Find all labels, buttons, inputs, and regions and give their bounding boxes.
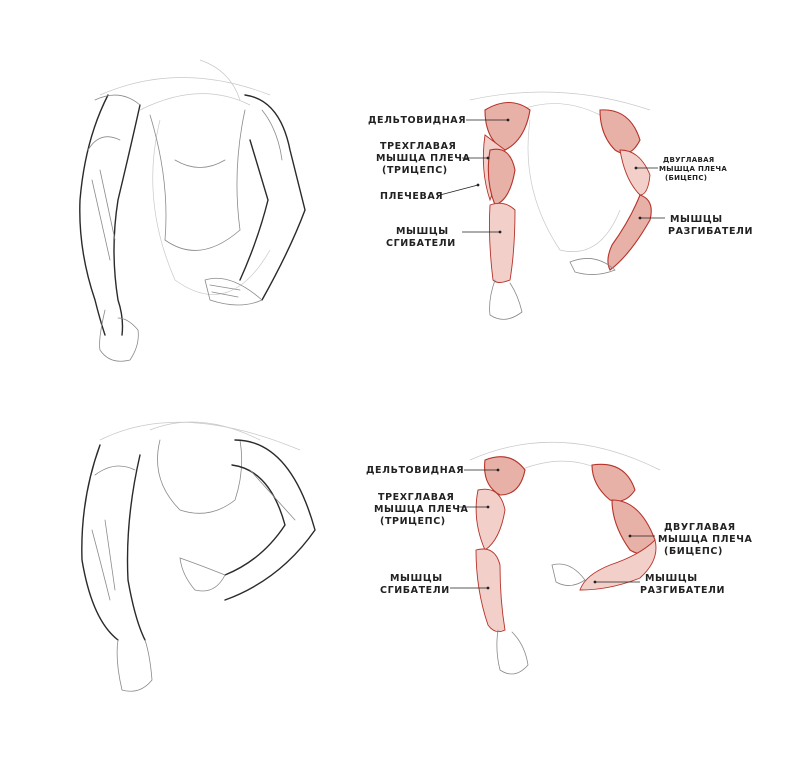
label-biceps-bottom-3: (БИЦЕПС) bbox=[664, 546, 723, 557]
label-biceps-bottom-2: МЫШЦА ПЛЕЧА bbox=[658, 534, 753, 545]
label-brachialis-top: ПЛЕЧЕВАЯ bbox=[380, 191, 443, 202]
label-biceps-top-3: (БИЦЕПС) bbox=[665, 174, 707, 182]
label-deltoid-top: ДЕЛЬТОВИДНАЯ bbox=[368, 115, 466, 126]
label-triceps-top-2: МЫШЦА ПЛЕЧА bbox=[376, 153, 471, 164]
flexors-top bbox=[488, 202, 516, 283]
label-triceps-bottom-3: (ТРИЦЕПС) bbox=[380, 516, 446, 527]
label-triceps-bottom-1: ТРЕХГЛАВАЯ bbox=[378, 492, 454, 503]
flexors-bottom bbox=[475, 548, 506, 633]
label-flexors-top-1: МЫШЦЫ bbox=[396, 226, 449, 237]
brachialis-top bbox=[487, 148, 516, 206]
label-triceps-top-3: (ТРИЦЕПС) bbox=[382, 165, 448, 176]
extensors-top bbox=[607, 194, 652, 271]
labels-top: ДЕЛЬТОВИДНАЯ ТРЕХГЛАВАЯ МЫШЦА ПЛЕЧА (ТРИ… bbox=[368, 115, 753, 249]
anatomy-top-right bbox=[469, 91, 652, 320]
label-biceps-top-1: ДВУГЛАВАЯ bbox=[663, 156, 715, 164]
label-flexors-top-2: СГИБАТЕЛИ bbox=[386, 238, 456, 249]
anatomy-bottom-right bbox=[469, 441, 661, 675]
deltoid-top-right bbox=[599, 109, 641, 154]
deltoid-top bbox=[484, 101, 531, 151]
label-biceps-top-2: МЫШЦА ПЛЕЧА bbox=[659, 165, 727, 173]
deltoid-bottom-right bbox=[591, 463, 636, 502]
label-extensors-top-1: МЫШЦЫ bbox=[670, 214, 723, 225]
label-flexors-bottom-2: СГИБАТЕЛИ bbox=[380, 585, 450, 596]
labels-bottom: ДЕЛЬТОВИДНАЯ ТРЕХГЛАВАЯ МЫШЦА ПЛЕЧА (ТРИ… bbox=[366, 465, 753, 596]
label-extensors-top-2: РАЗГИБАТЕЛИ bbox=[668, 226, 753, 237]
label-biceps-bottom-1: ДВУГЛАВАЯ bbox=[664, 522, 736, 533]
triceps-bottom bbox=[475, 488, 506, 551]
label-triceps-top-1: ТРЕХГЛАВАЯ bbox=[380, 141, 456, 152]
deltoid-bottom bbox=[484, 456, 526, 496]
biceps-top bbox=[619, 149, 651, 196]
label-extensors-bottom-2: РАЗГИБАТЕЛИ bbox=[640, 585, 725, 596]
sketch-bottom-left bbox=[81, 421, 316, 692]
sketch-top-left bbox=[79, 59, 306, 362]
label-deltoid-bottom: ДЕЛЬТОВИДНАЯ bbox=[366, 465, 464, 476]
extensors-bottom bbox=[579, 539, 657, 591]
label-triceps-bottom-2: МЫШЦА ПЛЕЧА bbox=[374, 504, 469, 515]
label-flexors-bottom-1: МЫШЦЫ bbox=[390, 573, 443, 584]
label-extensors-bottom-1: МЫШЦЫ bbox=[645, 573, 698, 584]
